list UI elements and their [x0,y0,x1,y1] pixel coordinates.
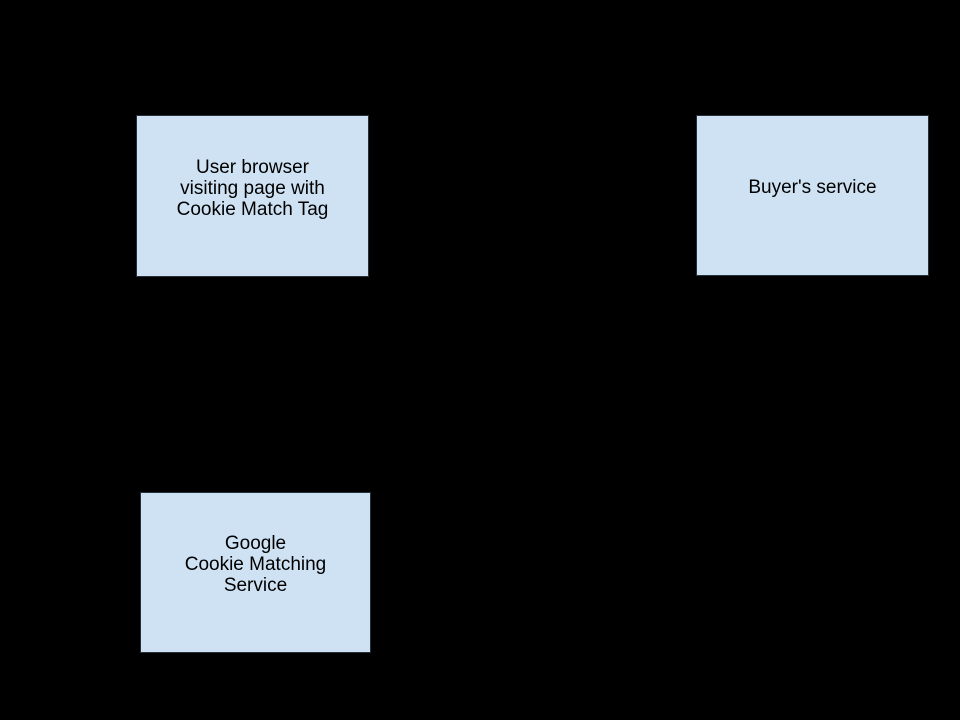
node-user-browser: User browser visiting page with Cookie M… [136,115,369,277]
node-buyers-service: Buyer's service [696,115,929,276]
node-label-line: User browser [196,156,309,178]
node-label: Buyer's service [697,177,928,198]
node-label-line: Cookie Matching [184,554,327,575]
node-label-line: Google [224,533,287,554]
node-label-line: visiting page with [180,177,325,199]
node-label: Google Cookie Matching Service [141,533,370,596]
node-google-cookie-matching-service: Google Cookie Matching Service [140,492,371,653]
node-label-line: Cookie Match Tag [176,198,329,220]
node-label-line: Service [223,575,288,596]
node-label-line: Buyer's service [748,177,877,198]
node-label: User browser visiting page with Cookie M… [137,157,368,220]
